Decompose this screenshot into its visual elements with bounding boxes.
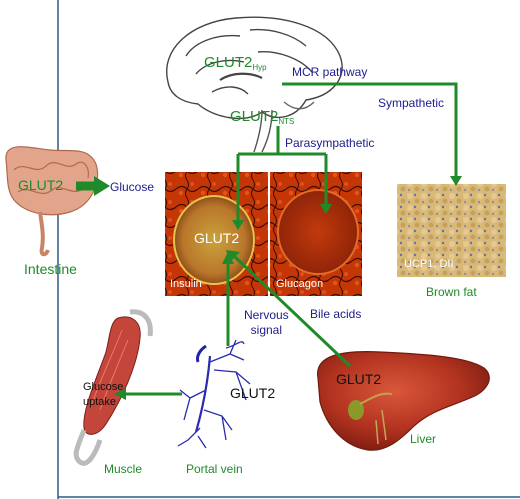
sympathetic-label: Sympathetic xyxy=(378,96,445,110)
intestine-illustration xyxy=(5,146,99,257)
muscle-label: Muscle xyxy=(104,462,143,476)
islet-insulin-panel xyxy=(165,172,268,296)
brown-fat-markers-label: UCP1, DII xyxy=(404,258,454,270)
brain-illustration xyxy=(166,16,343,153)
islet-glucagon-panel xyxy=(270,172,362,296)
liver-illustration xyxy=(317,351,490,451)
portal-vein-illustration xyxy=(177,339,251,449)
glucose-label: Glucose xyxy=(110,180,155,194)
portal-vein-label: Portal vein xyxy=(186,462,243,476)
parasympathetic-arrow xyxy=(236,126,328,222)
bile-acids-label: Bile acids xyxy=(310,307,362,321)
bile-acids-arrow xyxy=(232,254,352,368)
brown-fat-panel xyxy=(397,184,506,277)
sympathetic-arrow xyxy=(282,82,458,178)
islet-glut2-label: GLUT2 xyxy=(194,230,240,246)
parasympathetic-label: Parasympathetic xyxy=(285,136,375,150)
portal-vein-glut2-label: GLUT2 xyxy=(230,385,276,401)
muscle-illustration xyxy=(73,309,153,466)
glut2-hyp-label: GLUT2Hyp xyxy=(204,54,267,72)
liver-label: Liver xyxy=(410,432,437,446)
glut2-nts-label: GLUT2NTS xyxy=(230,108,295,126)
intestine-label: Intestine xyxy=(24,261,77,277)
pathway-arrows xyxy=(76,82,458,396)
mcr-pathway-label: MCR pathway xyxy=(292,65,368,79)
arrowheads xyxy=(94,176,462,400)
glucagon-label: Glucagon xyxy=(276,278,324,290)
intestine-glut2-label: GLUT2 xyxy=(18,177,64,193)
brown-fat-label: Brown fat xyxy=(426,285,477,299)
insulin-label: Insulin xyxy=(170,278,202,290)
liver-glut2-label: GLUT2 xyxy=(336,371,382,387)
